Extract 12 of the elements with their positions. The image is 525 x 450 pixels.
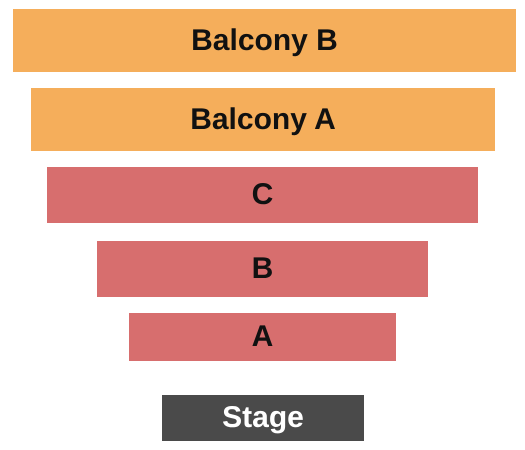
balcony-section <box>13 9 516 72</box>
seating-section <box>129 313 396 361</box>
section-label: A <box>252 322 274 352</box>
stage-label: Stage <box>222 403 304 433</box>
section-label: B <box>252 254 274 284</box>
seating-section <box>47 167 478 223</box>
section-label: Balcony A <box>190 104 336 134</box>
stage-block <box>162 395 364 441</box>
section-label: C <box>252 180 274 210</box>
balcony-section <box>31 88 495 151</box>
section-label: Balcony B <box>191 26 338 56</box>
seating-section <box>97 241 428 297</box>
